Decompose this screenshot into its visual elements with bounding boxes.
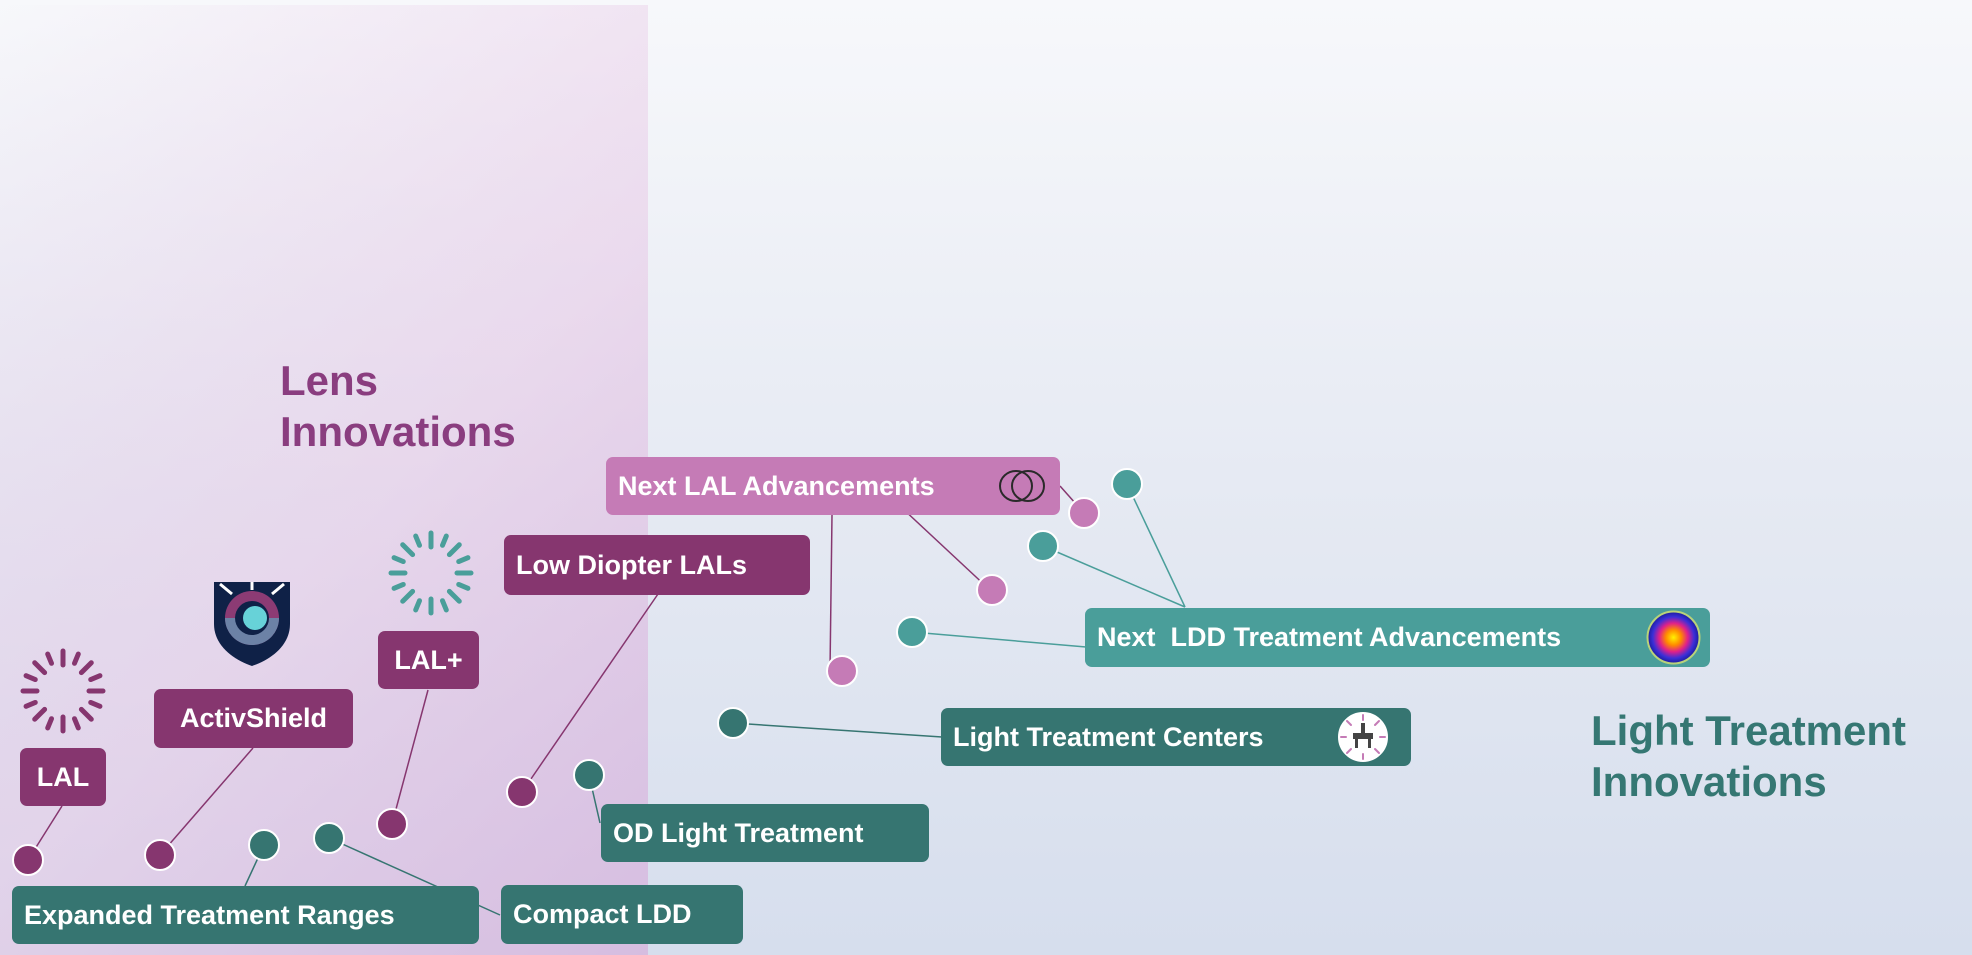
next-lal-advancements-node[interactable]: Next LAL Advancements bbox=[606, 457, 1060, 515]
connector-dot[interactable] bbox=[144, 839, 176, 871]
connector-dot[interactable] bbox=[12, 844, 44, 876]
connector-dot[interactable] bbox=[896, 616, 928, 648]
connector-dot[interactable] bbox=[717, 707, 749, 739]
node-label: Next LAL Advancements bbox=[618, 470, 935, 501]
connector-line bbox=[901, 507, 991, 591]
connector-dot[interactable] bbox=[1068, 497, 1100, 529]
connector-line bbox=[829, 514, 833, 672]
connector-dot[interactable] bbox=[826, 655, 858, 687]
connector-line bbox=[732, 722, 943, 738]
sunburst-icon bbox=[388, 530, 474, 616]
node-label: LAL+ bbox=[394, 644, 463, 675]
sunburst-icon bbox=[20, 648, 106, 734]
low-diopter-lals-node[interactable]: Low Diopter LALs bbox=[504, 535, 810, 595]
clinic-badge-icon bbox=[1336, 710, 1390, 764]
od-light-treatment-node[interactable]: OD Light Treatment bbox=[601, 804, 929, 862]
connector-dot[interactable] bbox=[506, 776, 538, 808]
connector-dot[interactable] bbox=[1027, 530, 1059, 562]
lens-rings-icon bbox=[999, 470, 1045, 502]
node-label: Next LDD Treatment Advancements bbox=[1097, 622, 1562, 652]
connector-dot[interactable] bbox=[1111, 468, 1143, 500]
light-treatment-innovations-title: Light Treatment Innovations bbox=[1591, 707, 1907, 805]
activshield-node[interactable]: ActivShield bbox=[154, 689, 353, 748]
lal-plus-node[interactable]: LAL+ bbox=[378, 631, 479, 689]
light-treatment-centers-node[interactable]: Light Treatment Centers bbox=[941, 708, 1411, 766]
lal-node[interactable]: LAL bbox=[20, 748, 106, 806]
connector-dot[interactable] bbox=[248, 829, 280, 861]
connector-line bbox=[911, 631, 1087, 648]
connector-dot[interactable] bbox=[976, 574, 1008, 606]
node-label: Compact LDD bbox=[513, 899, 692, 929]
shield-icon bbox=[214, 582, 290, 666]
connector-line bbox=[159, 747, 254, 856]
connector-dot[interactable] bbox=[573, 759, 605, 791]
node-label: Expanded Treatment Ranges bbox=[24, 899, 395, 930]
connector-line bbox=[1126, 483, 1186, 608]
connector-dot[interactable] bbox=[313, 822, 345, 854]
next-ldd-treatment-advancements-node[interactable]: Next LDD Treatment Advancements bbox=[1085, 608, 1710, 667]
node-label: LAL bbox=[36, 761, 90, 792]
connector-line bbox=[521, 593, 659, 793]
compact-ldd-node[interactable]: Compact LDD bbox=[501, 885, 743, 944]
gradient-orb-icon bbox=[1646, 610, 1701, 665]
lens-section-background bbox=[0, 5, 648, 955]
node-label: Low Diopter LALs bbox=[516, 549, 747, 580]
expanded-treatment-ranges-node[interactable]: Expanded Treatment Ranges bbox=[12, 886, 479, 944]
connector-line bbox=[1042, 545, 1186, 608]
connector-dot[interactable] bbox=[376, 808, 408, 840]
connector-line bbox=[391, 689, 429, 825]
node-label: Light Treatment Centers bbox=[953, 721, 1264, 752]
node-label: OD Light Treatment bbox=[613, 817, 864, 848]
lens-innovations-title: Lens Innovations bbox=[280, 357, 516, 455]
node-label: ActivShield bbox=[179, 703, 328, 733]
